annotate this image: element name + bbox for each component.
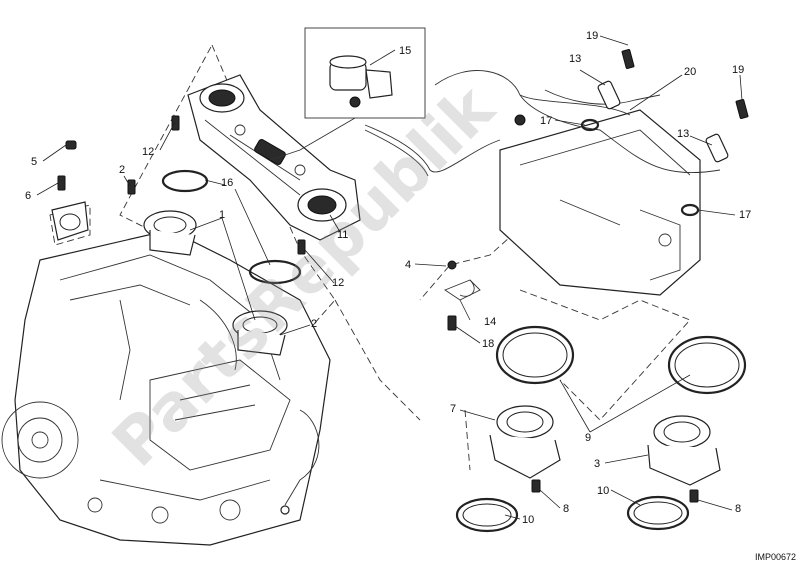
- callout-17-lower: 17: [739, 209, 751, 221]
- callout-2-lower: 2: [311, 318, 317, 330]
- callout-2-upper: 2: [119, 164, 125, 176]
- diagram-code: IMP00672: [755, 552, 796, 562]
- callout-10-left: 10: [522, 514, 534, 526]
- gasket-plate: [51, 201, 89, 241]
- callout-6: 6: [25, 190, 31, 202]
- leader-lines: [36, 35, 743, 520]
- callout-8-left: 8: [563, 503, 569, 515]
- lower-intakes: [455, 325, 747, 533]
- callout-7: 7: [450, 403, 456, 415]
- callout-11: 11: [337, 229, 348, 241]
- callout-20: 20: [684, 66, 696, 78]
- callout-9: 9: [585, 432, 591, 444]
- sensor-part-15: [269, 27, 426, 161]
- callouts: 5 6 2 12 16 1 2 11 12 15 4 14 18 19 13 2…: [25, 30, 796, 562]
- callout-12-lower: 12: [332, 277, 344, 289]
- intake-manifolds: [143, 169, 302, 356]
- callout-8-right: 8: [735, 503, 741, 515]
- throttle-body: [187, 74, 361, 241]
- callout-5: 5: [31, 156, 37, 168]
- callout-4: 4: [405, 259, 411, 271]
- callout-19-right: 19: [732, 64, 744, 76]
- callout-17-upper: 17: [540, 115, 552, 127]
- bolts: [57, 115, 699, 503]
- callout-15: 15: [399, 45, 411, 57]
- callout-18: 18: [482, 338, 494, 350]
- clip-part-14: [444, 279, 481, 301]
- callout-12-upper: 12: [142, 146, 154, 158]
- callout-10-right: 10: [597, 485, 609, 497]
- airbox: [364, 109, 701, 296]
- callout-14: 14: [484, 316, 496, 328]
- callout-13-right: 13: [677, 128, 689, 140]
- callout-1: 1: [219, 209, 225, 221]
- callout-3: 3: [594, 458, 600, 470]
- callout-19-left: 19: [586, 30, 598, 42]
- callout-13-left: 13: [569, 53, 581, 65]
- callout-16: 16: [221, 177, 233, 189]
